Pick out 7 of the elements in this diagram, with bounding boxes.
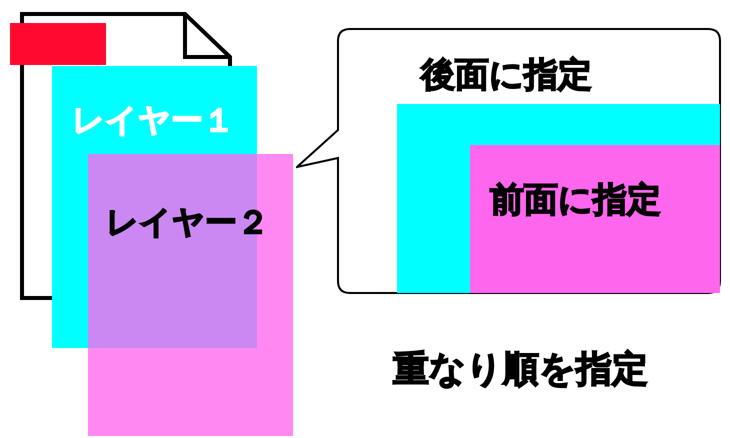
area-heading: 後面に指定 [421, 58, 592, 92]
layer-label: 前面に指定 [490, 183, 661, 217]
layer-label: レイヤー２ [106, 206, 269, 238]
layer-label: レイヤー１ [72, 104, 235, 136]
layer-sheet [88, 154, 293, 436]
caption-text: 重なり順を指定 [393, 352, 648, 388]
front-area [470, 145, 720, 293]
